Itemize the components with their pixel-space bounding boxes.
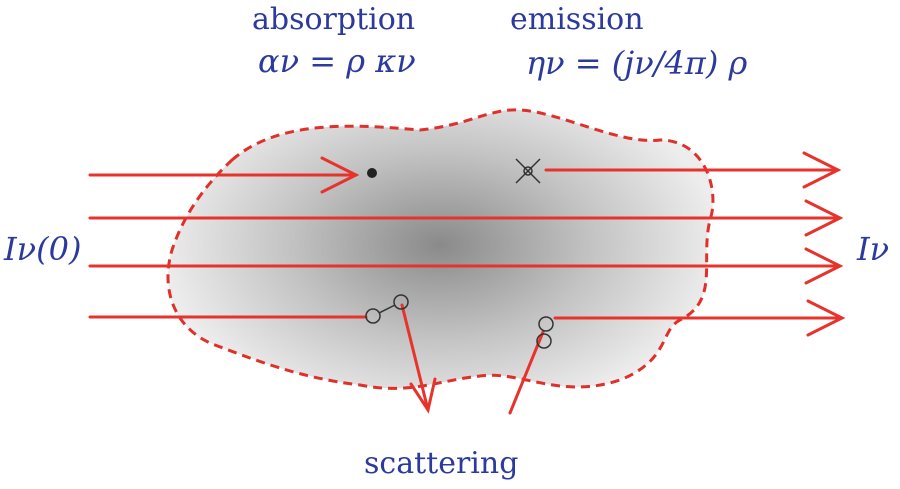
absorption-title: absorption — [252, 2, 416, 37]
transmitted-ray-upper — [88, 199, 844, 237]
scatterer-particles-right — [536, 316, 554, 349]
emergent-intensity-label: Iν — [857, 230, 890, 268]
scattered-out-ray — [88, 303, 437, 414]
incident-intensity-label: Iν(0) — [4, 230, 82, 268]
absorbed-ray — [88, 156, 360, 194]
gas-cloud — [166, 108, 715, 390]
transmitted-ray-lower — [88, 247, 844, 285]
emitter-particle — [515, 158, 541, 184]
absorption-equation: αν = ρ κν — [258, 42, 416, 80]
emission-equation: ην = (jν/4π) ρ — [526, 44, 748, 82]
scattering-label: scattering — [364, 446, 519, 481]
scatterer-particles-left — [365, 294, 409, 324]
scattered-in-ray — [508, 299, 846, 415]
absorber-particle — [367, 168, 377, 178]
emission-title: emission — [510, 2, 644, 37]
emitted-ray — [544, 151, 842, 189]
